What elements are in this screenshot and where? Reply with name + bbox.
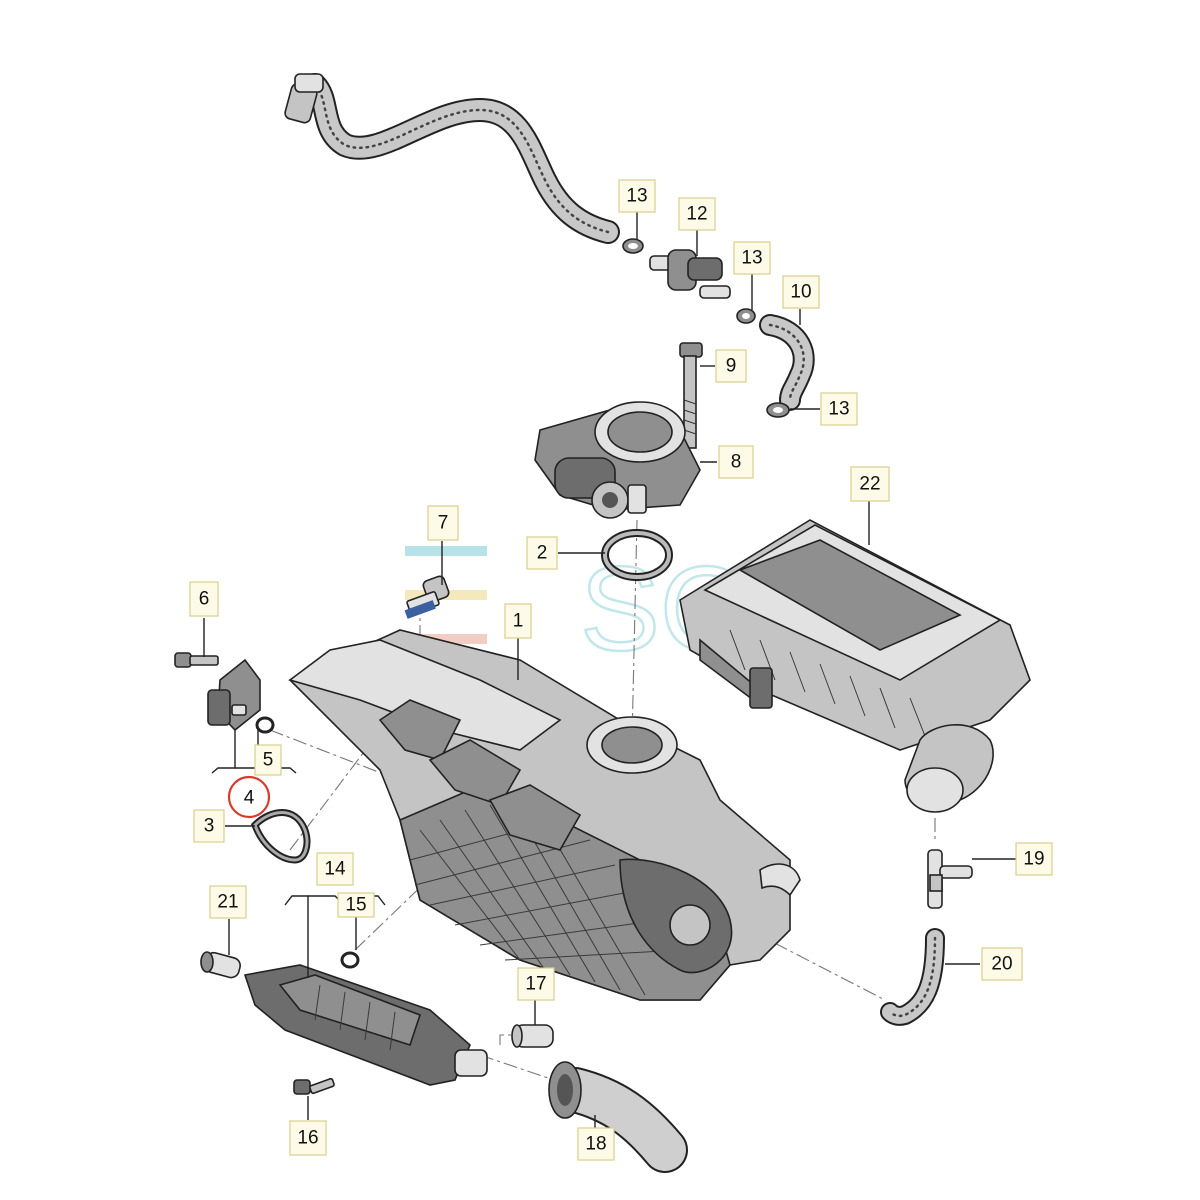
intake-manifold-1 [288, 629, 801, 1001]
valve-12 [649, 249, 731, 299]
upper-vent-hose [284, 73, 620, 244]
gasket-3 [250, 809, 311, 864]
callout-10: 10 [782, 275, 820, 309]
svg-text:20: 20 [991, 954, 1012, 975]
callout-20: 20 [981, 947, 1023, 981]
watermark-bar-teal [405, 546, 487, 556]
callouts: 1 2 3 4 5 6 7 8 [189, 179, 1053, 1161]
svg-text:17: 17 [525, 974, 546, 995]
clamp-13-c [766, 402, 790, 418]
callout-18: 18 [577, 1127, 615, 1161]
callout-5: 5 [254, 744, 282, 776]
callout-6: 6 [189, 581, 219, 617]
svg-text:22: 22 [859, 474, 880, 495]
callout-1: 1 [504, 603, 532, 639]
curved-hose-20 [880, 928, 945, 1026]
svg-text:14: 14 [324, 859, 346, 880]
callout-9: 9 [715, 349, 747, 383]
throttle-body-8 [534, 401, 701, 519]
highlight-circle [227, 775, 271, 819]
callout-16: 16 [289, 1120, 327, 1156]
callout-19: 19 [1015, 842, 1053, 876]
callout-3: 3 [193, 809, 225, 843]
svg-text:13: 13 [626, 186, 647, 207]
screw-6 [174, 652, 219, 668]
svg-text:9: 9 [726, 356, 737, 377]
air-box-22 [679, 519, 1031, 813]
clamp-13-a [622, 238, 644, 254]
callout-7: 7 [427, 505, 459, 541]
svg-text:7: 7 [438, 513, 449, 534]
svg-text:18: 18 [585, 1134, 606, 1155]
svg-text:16: 16 [297, 1128, 318, 1149]
o-ring-5 [255, 716, 275, 734]
callout-13-a: 13 [618, 179, 656, 213]
callout-13-b: 13 [733, 241, 771, 275]
sensor-4 [207, 658, 261, 732]
hose-end-connector [284, 73, 324, 124]
callout-4: 4 [227, 775, 271, 819]
callout-2: 2 [526, 536, 558, 570]
svg-text:10: 10 [790, 282, 811, 303]
svg-text:13: 13 [741, 248, 762, 269]
callout-17: 17 [517, 967, 555, 1001]
svg-text:4: 4 [244, 788, 255, 809]
long-bolt-9 [679, 342, 703, 449]
small-seal-15 [340, 951, 360, 969]
svg-text:15: 15 [345, 895, 366, 916]
svg-text:19: 19 [1023, 849, 1044, 870]
cap-17 [511, 1024, 554, 1048]
t-connector-19 [927, 849, 973, 909]
callout-22: 22 [850, 466, 890, 502]
clamp-13-b [736, 308, 756, 324]
svg-text:12: 12 [686, 204, 707, 225]
plug-21 [200, 951, 241, 979]
elbow-pipe-18 [548, 1061, 688, 1173]
callout-21: 21 [209, 885, 247, 919]
callout-14: 14 [316, 852, 354, 886]
svg-text:2: 2 [537, 543, 548, 564]
svg-text:8: 8 [731, 452, 742, 473]
screw-16 [293, 1077, 335, 1095]
svg-text:13: 13 [828, 399, 849, 420]
svg-text:3: 3 [204, 816, 215, 837]
svg-text:1: 1 [513, 611, 524, 632]
seal-ring-2 [601, 529, 673, 581]
svg-text:21: 21 [217, 892, 238, 913]
callout-13-c: 13 [820, 392, 858, 426]
callout-15: 15 [337, 892, 375, 918]
cover-14 [243, 964, 488, 1086]
callout-12: 12 [678, 197, 716, 231]
watermark-bar-red [405, 634, 487, 644]
svg-text:5: 5 [263, 750, 274, 771]
callout-8: 8 [718, 445, 754, 479]
svg-text:6: 6 [199, 589, 210, 610]
hose-10 [759, 314, 815, 411]
